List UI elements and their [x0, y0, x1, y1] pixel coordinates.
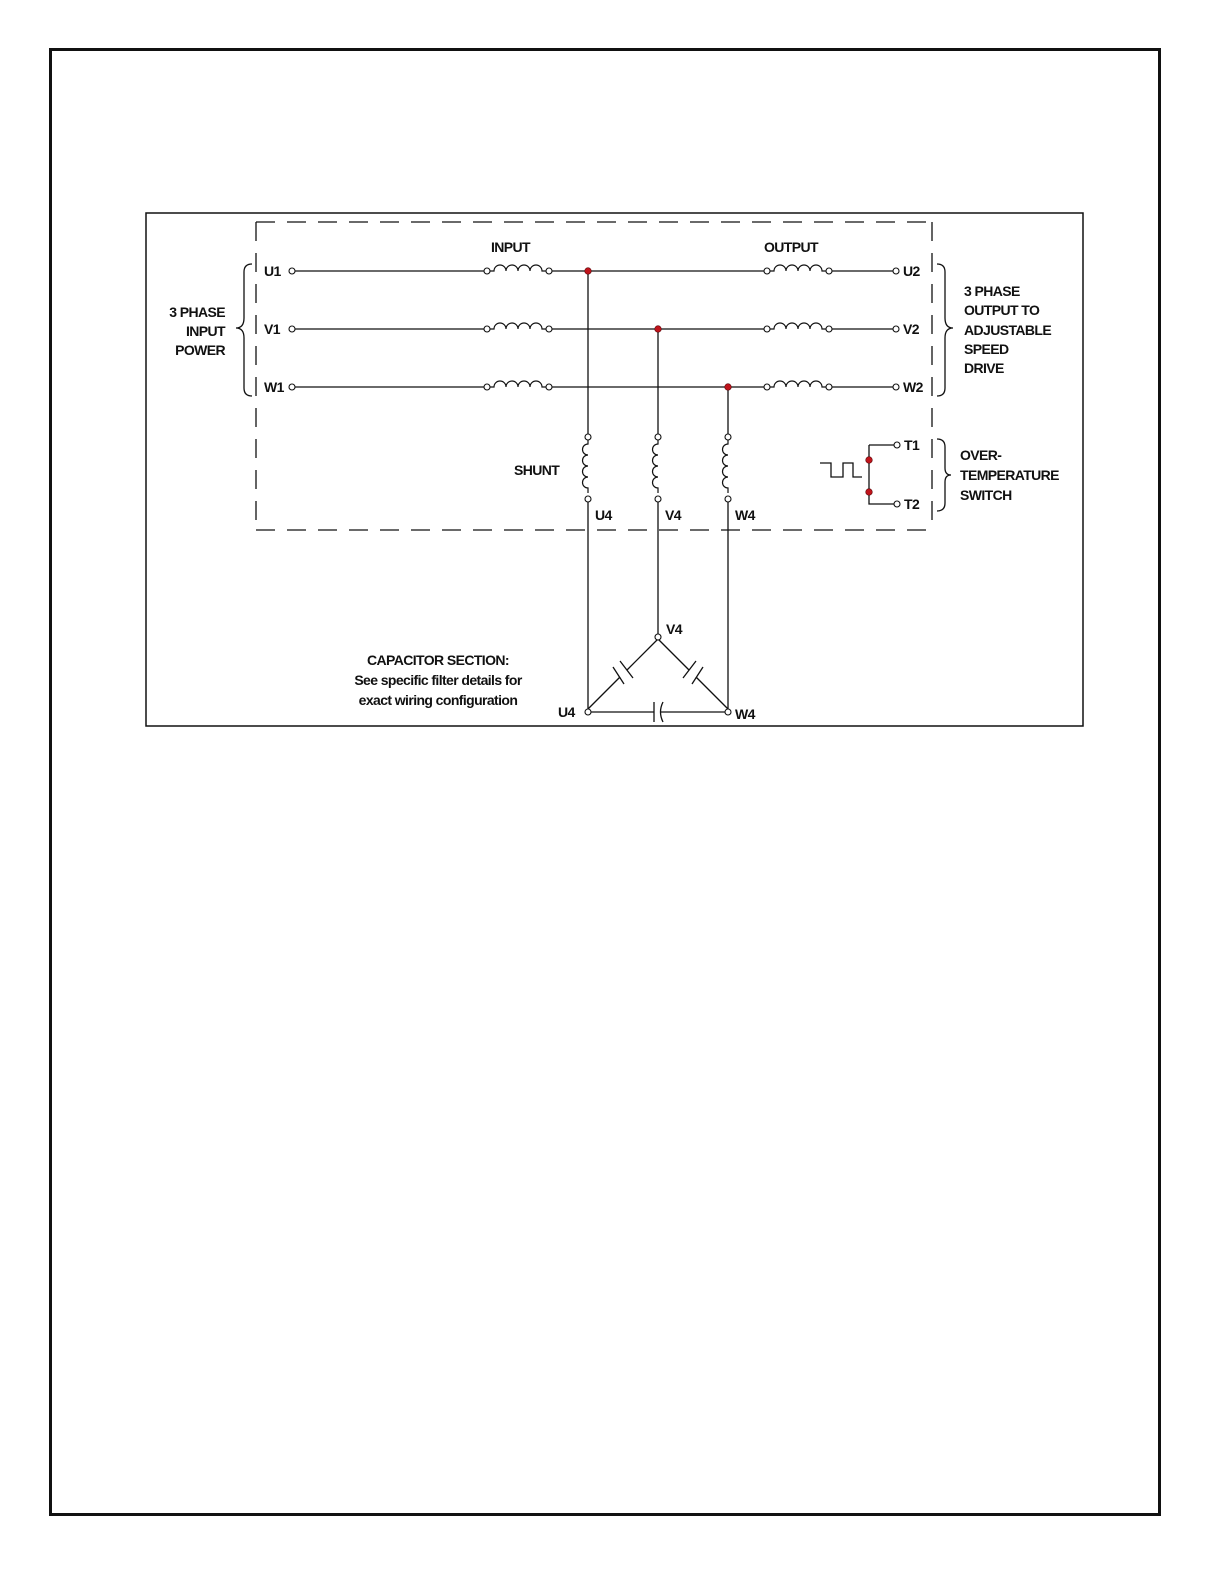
over-temp-brace	[937, 439, 951, 511]
over-temp-label-1: OVER-	[960, 447, 1002, 463]
input-power-label-2: INPUT	[186, 323, 226, 339]
output-label-2: OUTPUT TO	[964, 302, 1040, 318]
junction-u	[585, 268, 592, 275]
terminal-t1: T1	[904, 437, 920, 453]
output-label-3: ADJUSTABLE	[964, 322, 1051, 338]
shunt-reactor-v	[653, 434, 662, 502]
shunt-reactor-u	[583, 434, 592, 502]
thermal-symbol	[820, 463, 862, 477]
terminal-w1: W1	[264, 379, 285, 395]
switch-contact-lower	[866, 489, 873, 496]
capacitor-note-3: exact wiring configuration	[359, 692, 518, 708]
capacitor-note-2: See specific filter details for	[354, 672, 523, 688]
input-reactor-u	[484, 265, 552, 274]
output-label-4: SPEED	[964, 341, 1009, 357]
over-temp-label-3: SWITCH	[960, 487, 1012, 503]
terminal-u4-lower: U4	[558, 704, 576, 720]
input-reactor-w	[484, 381, 552, 390]
terminal-w4-lower: W4	[735, 706, 756, 722]
input-label: INPUT	[491, 239, 531, 255]
output-label: OUTPUT	[764, 239, 819, 255]
switch-contact-upper	[866, 457, 873, 464]
terminal-t2: T2	[904, 496, 920, 512]
shunt-label: SHUNT	[514, 462, 560, 478]
input-brace	[236, 264, 252, 396]
capacitor-delta	[588, 639, 728, 722]
output-reactor-v	[764, 323, 832, 332]
diagram-frame	[146, 213, 1083, 726]
output-label-5: DRIVE	[964, 360, 1004, 376]
terminal-v4-lower: V4	[666, 621, 683, 637]
input-reactor-v	[484, 323, 552, 332]
terminal-v1: V1	[264, 321, 281, 337]
terminal-u4-upper: U4	[595, 507, 613, 523]
input-power-label-1: 3 PHASE	[169, 304, 225, 320]
output-brace	[937, 264, 953, 396]
terminal-w4-upper: W4	[735, 507, 756, 523]
shunt-reactor-w	[723, 434, 732, 502]
input-power-label-3: POWER	[175, 342, 225, 358]
output-reactor-w	[764, 381, 832, 390]
terminal-v4-upper: V4	[665, 507, 682, 523]
terminal-w2: W2	[903, 379, 924, 395]
terminal-v2: V2	[903, 321, 920, 337]
over-temp-label-2: TEMPERATURE	[960, 467, 1059, 483]
terminal-u1: U1	[264, 263, 282, 279]
junction-v	[655, 326, 662, 333]
output-reactor-u	[764, 265, 832, 274]
terminal-u2: U2	[903, 263, 921, 279]
capacitor-note-1: CAPACITOR SECTION:	[367, 652, 509, 668]
junction-w	[725, 384, 732, 391]
output-label-1: 3 PHASE	[964, 283, 1020, 299]
